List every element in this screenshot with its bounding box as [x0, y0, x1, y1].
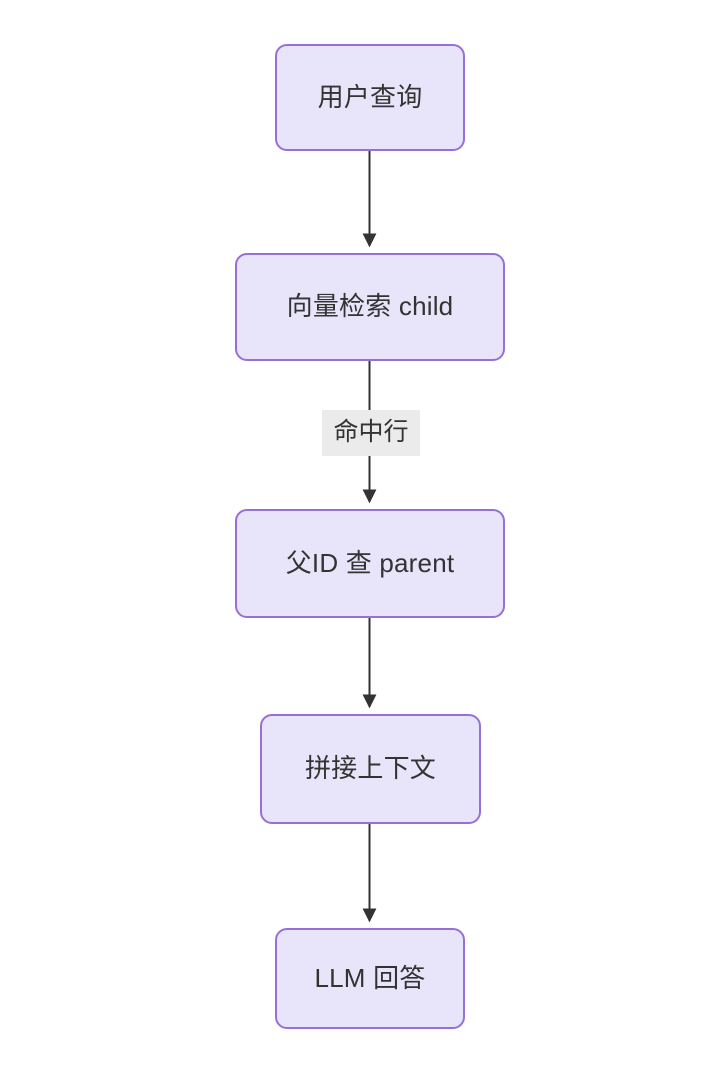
flow-node-vector[interactable]: 向量检索 child [235, 253, 505, 361]
flow-node-parent[interactable]: 父ID 查 parent [235, 509, 505, 618]
edge-label-hit-row: 命中行 [322, 410, 420, 456]
flow-node-context-label: 拼接上下文 [304, 753, 436, 784]
flow-node-context[interactable]: 拼接上下文 [260, 714, 481, 824]
flow-node-answer[interactable]: LLM 回答 [275, 928, 465, 1029]
flow-node-vector-label: 向量检索 child [286, 291, 454, 322]
flow-node-parent-label: 父ID 查 parent [285, 547, 455, 578]
flow-node-answer-label: LLM 回答 [314, 962, 426, 993]
edge-label-hit-row-text: 命中行 [333, 418, 409, 446]
flow-node-query-label: 用户查询 [317, 81, 423, 112]
flow-node-query[interactable]: 用户查询 [275, 44, 465, 151]
